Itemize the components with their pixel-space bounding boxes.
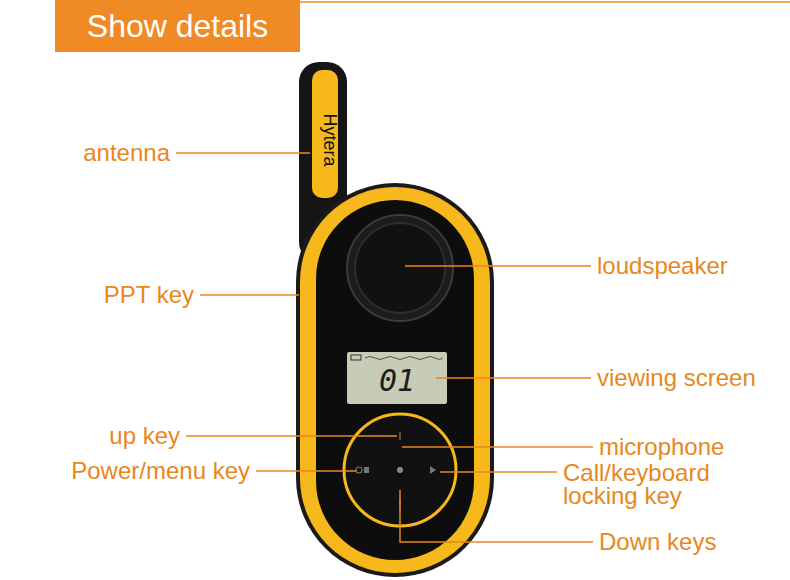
part-name: viewing screen [597, 364, 756, 392]
part-name: microphone [599, 433, 724, 461]
title-banner: Show details [55, 0, 300, 52]
power-icon [356, 467, 362, 473]
brand-name: Hytera [319, 100, 341, 180]
battery-icon [351, 355, 361, 360]
leader-line [436, 377, 591, 379]
title: Show details [87, 6, 268, 46]
leader-line [402, 446, 593, 448]
leader-line [256, 470, 356, 472]
part-name: Call/keyboard locking key [563, 461, 741, 507]
speaker-grille [347, 215, 453, 321]
menu-icon [364, 467, 369, 473]
call-icon [430, 466, 436, 474]
lcd-screen [347, 352, 447, 404]
mic-hole [397, 467, 403, 473]
signal-wave [365, 357, 443, 360]
housing-yellow [300, 187, 490, 573]
leader-line [176, 152, 310, 154]
part-name: up key [109, 422, 180, 450]
part-name: loudspeaker [597, 252, 728, 280]
part-name: Power/menu key [71, 457, 250, 485]
leader-line [405, 265, 591, 267]
part-name: Down keys [599, 528, 716, 556]
housing-face [316, 200, 474, 560]
up-mark [399, 432, 401, 440]
housing-edge [296, 183, 494, 577]
part-name: antenna [83, 139, 170, 167]
leader-line [200, 294, 299, 296]
leader-line [186, 435, 397, 437]
speaker-inner [355, 223, 445, 313]
channel-number: 01 [347, 361, 447, 401]
part-name: PPT key [104, 281, 194, 309]
leader-line [440, 471, 557, 473]
top-rule [300, 1, 790, 3]
